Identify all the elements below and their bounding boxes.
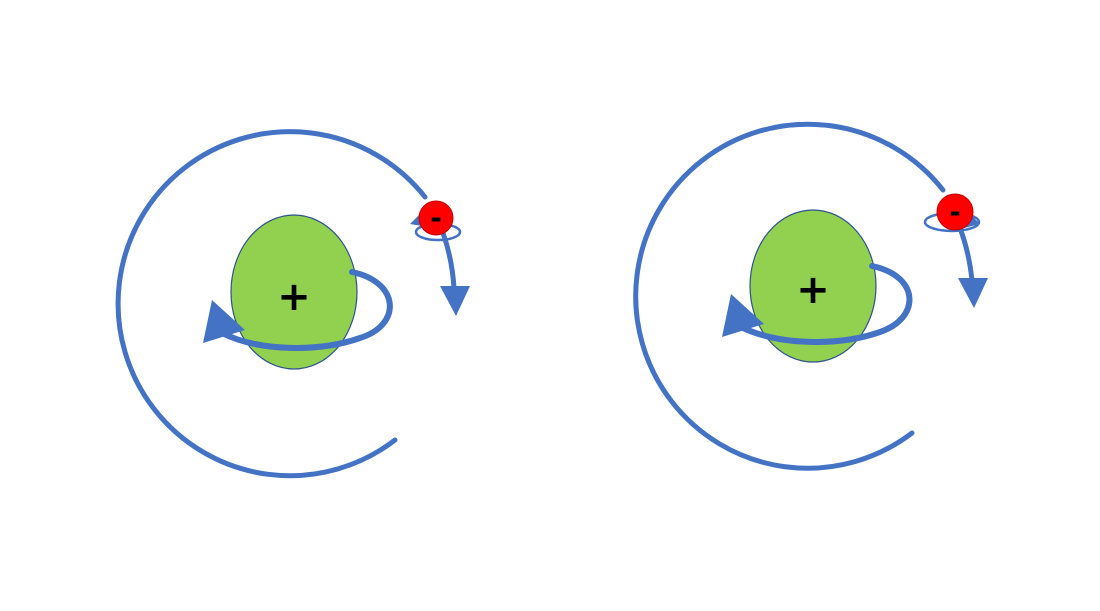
nucleus bbox=[230, 214, 358, 370]
outer-orbit-arc bbox=[115, 129, 428, 479]
outer-orbit-arrowhead bbox=[958, 278, 988, 308]
electron-charge-label: - bbox=[430, 202, 442, 235]
nucleus-spin-ring-front bbox=[738, 263, 913, 345]
nucleus-spin-arrowhead bbox=[722, 294, 764, 337]
nucleus-spin-arrowhead bbox=[203, 300, 245, 343]
nucleus-charge-label: + bbox=[277, 274, 311, 320]
nucleus bbox=[749, 209, 877, 363]
outer-orbit-arrowhead bbox=[440, 286, 470, 316]
nucleus-spin-ring-front bbox=[219, 269, 393, 351]
outer-orbit-tail bbox=[437, 222, 457, 291]
electron-charge-label: - bbox=[949, 196, 961, 229]
nucleus-charge-label: + bbox=[796, 267, 830, 313]
electron bbox=[936, 193, 974, 231]
atom-diagram-right: + - bbox=[633, 121, 988, 471]
outer-orbit-arc bbox=[633, 121, 946, 471]
atom-diagram-left: + - bbox=[115, 129, 470, 479]
electron bbox=[418, 200, 454, 236]
outer-orbit-tail bbox=[957, 225, 975, 283]
